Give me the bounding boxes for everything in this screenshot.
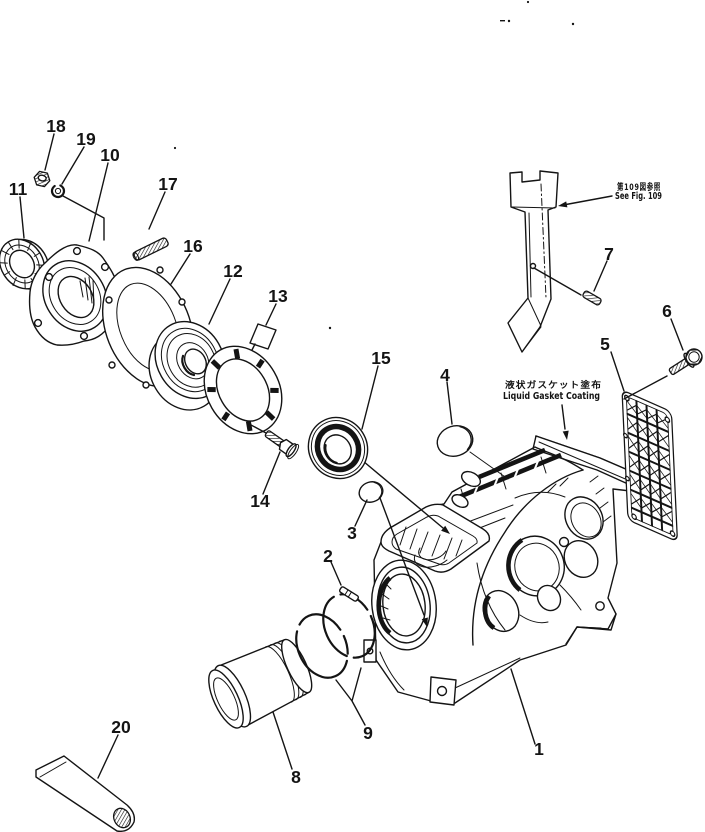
part-label-8: 8 [291, 767, 301, 787]
arrowhead [558, 201, 568, 208]
part-19-washer [50, 183, 66, 199]
liquid-gasket-text-en: Liquid Gasket Coating [503, 391, 600, 402]
top-opening [380, 503, 491, 573]
part-9-o-rings [295, 593, 376, 679]
arrowhead [562, 430, 569, 440]
see-fig-text-en: See Fig. 109 [615, 191, 662, 202]
case-bores [482, 496, 604, 633]
part-label-18: 18 [46, 116, 66, 136]
see-fig-annotation: 第109図参照 See Fig. 109 [558, 181, 662, 208]
part-label-5: 5 [600, 334, 610, 354]
part-2-pin [338, 586, 360, 602]
part-label-3: 3 [347, 523, 357, 543]
part-13-retainer-ring [203, 323, 283, 435]
part-label-1: 1 [534, 739, 544, 759]
part-20-sealant-tube [35, 755, 136, 832]
part-label-9: 9 [363, 723, 373, 743]
liquid-gasket-text-jp: 液状ガスケット塗布 [505, 379, 602, 391]
part-3-cup-plug [358, 481, 384, 503]
bracket-see-fig-109 [507, 170, 559, 353]
liquid-gasket-annotation: 液状ガスケット塗布 Liquid Gasket Coating [503, 379, 602, 440]
arrowhead [441, 525, 450, 534]
part-label-4: 4 [440, 365, 450, 385]
part-label-15: 15 [371, 348, 391, 368]
see-fig-text-jp: 第109図参照 [617, 181, 661, 193]
part-14-bolt [264, 430, 300, 460]
part-label-6: 6 [662, 301, 672, 321]
part-label-16: 16 [183, 236, 203, 256]
part-10-bearing-cover [28, 244, 120, 346]
part-label-17: 17 [158, 174, 177, 194]
part-17-stud [132, 237, 169, 261]
part-label-12: 12 [223, 261, 243, 281]
arrowhead [421, 617, 428, 627]
part-label-7: 7 [604, 244, 614, 264]
part-label-14: 14 [250, 491, 270, 511]
mount-ear-left [429, 676, 457, 706]
install-direction-lines [362, 460, 450, 627]
part-label-11: 11 [9, 179, 28, 199]
part-15-oil-seal [307, 416, 369, 480]
part-5-strainer-cover [621, 391, 678, 541]
part-6-bolt [668, 348, 703, 376]
part-8-sleeve [208, 638, 313, 729]
part-4-cup-plug [436, 424, 474, 458]
tube-nozzle-cap [112, 807, 132, 829]
part-label-13: 13 [268, 286, 288, 306]
part-label-2: 2 [323, 546, 333, 566]
part-label-19: 19 [76, 129, 96, 149]
part-label-10: 10 [100, 145, 120, 165]
leader-flag [249, 323, 277, 350]
leader-lines [19, 133, 684, 779]
mount-ear-right [565, 601, 617, 645]
part-7-pin [582, 290, 602, 306]
part-label-20: 20 [111, 717, 131, 737]
part-18-nut [33, 170, 51, 188]
part-number-labels: 1 2 3 4 5 6 7 8 9 10 11 12 13 14 15 16 1… [9, 116, 672, 787]
print-specks [173, 0, 575, 330]
